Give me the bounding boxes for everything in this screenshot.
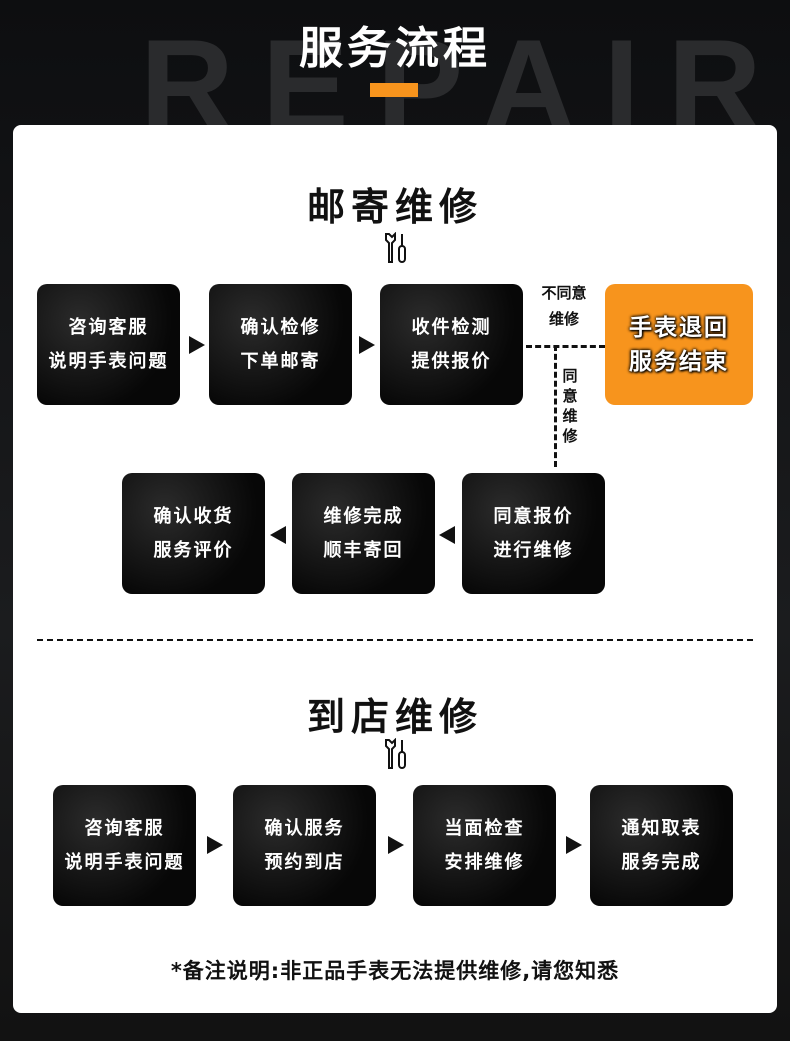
dashed-connector (554, 345, 557, 467)
tools-icon (385, 232, 406, 263)
step-line-1: 咨询客服 (68, 316, 149, 338)
step-line-2: 顺丰寄回 (323, 539, 404, 561)
step-line-2: 说明手表问题 (64, 851, 185, 873)
step-line-2: 服务结束 (629, 348, 729, 375)
step-line-2: 预约到店 (264, 851, 345, 873)
step-line-1: 确认收货 (153, 505, 234, 527)
label-line: 不同意 (541, 284, 587, 302)
step-line-1: 当面检查 (444, 817, 525, 839)
arrow-right-icon (388, 836, 404, 854)
step-line-1: 同意报价 (493, 505, 574, 527)
agree-label: 同意维修 (562, 367, 578, 445)
step-consult: 咨询客服说明手表问题 (37, 284, 180, 405)
disagree-label: 不同意维修 (528, 280, 600, 332)
tools-icon (385, 738, 406, 769)
arrow-right-icon (566, 836, 582, 854)
arrow-left-icon (270, 526, 286, 544)
step-line-2: 安排维修 (444, 851, 525, 873)
step-line-1: 确认检修 (240, 316, 321, 338)
step-line-1: 咨询客服 (84, 817, 165, 839)
arrow-right-icon (207, 836, 223, 854)
store-step-appointment: 确认服务预约到店 (233, 785, 376, 906)
store-step-consult: 咨询客服说明手表问题 (53, 785, 196, 906)
step-line-2: 说明手表问题 (48, 350, 169, 372)
step-return-end: 手表退回服务结束 (605, 284, 753, 405)
mail-repair-title: 邮寄维修 (306, 185, 483, 229)
step-line-2: 提供报价 (411, 350, 492, 372)
dashed-connector (526, 345, 605, 348)
step-confirm-repair: 确认检修下单邮寄 (209, 284, 352, 405)
page-title: 服务流程 (299, 23, 491, 74)
step-approve-quote: 同意报价进行维修 (462, 473, 605, 594)
step-line-1: 手表退回 (629, 314, 729, 341)
section-divider (37, 639, 753, 641)
step-line-1: 通知取表 (621, 817, 702, 839)
step-line-1: 确认服务 (264, 817, 345, 839)
arrow-left-icon (439, 526, 455, 544)
step-line-2: 进行维修 (493, 539, 574, 561)
store-repair-title: 到店维修 (306, 695, 483, 739)
step-line-1: 维修完成 (323, 505, 404, 527)
step-confirm-receipt: 确认收货服务评价 (122, 473, 265, 594)
store-step-inspect: 当面检查安排维修 (413, 785, 556, 906)
step-line-2: 服务评价 (153, 539, 234, 561)
step-line-1: 收件检测 (411, 316, 492, 338)
footnote: *备注说明:非正品手表无法提供维修,请您知悉 (170, 959, 620, 983)
label-line: 维修 (548, 310, 579, 328)
store-step-pickup: 通知取表服务完成 (590, 785, 733, 906)
arrow-right-icon (359, 336, 375, 354)
step-repair-done: 维修完成顺丰寄回 (292, 473, 435, 594)
arrow-right-icon (189, 336, 205, 354)
step-inspect-quote: 收件检测提供报价 (380, 284, 523, 405)
step-line-2: 服务完成 (621, 851, 702, 873)
title-accent-bar (370, 83, 418, 97)
step-line-2: 下单邮寄 (240, 350, 321, 372)
